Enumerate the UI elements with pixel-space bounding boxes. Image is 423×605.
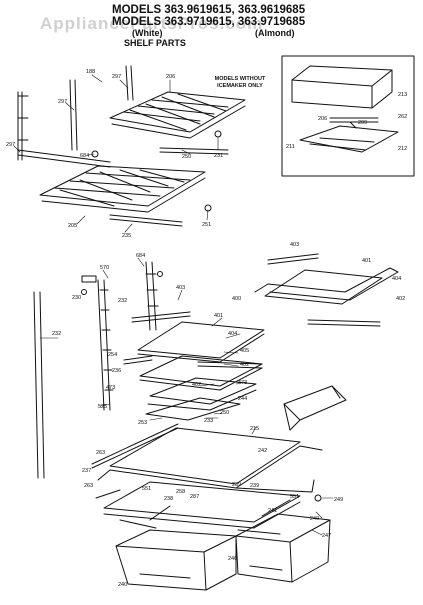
middle-glass-shelf	[123, 311, 265, 369]
inset-note: MODELS WITHOUT ICEMAKER ONLY	[214, 76, 266, 89]
small-hardware	[81, 130, 322, 502]
part-callout-240: 240	[310, 516, 319, 522]
part-callout-405: 405	[240, 348, 249, 354]
part-callout-251: 251	[202, 222, 211, 228]
part-callout-250: 250	[220, 410, 229, 416]
part-callout-231: 231	[214, 153, 223, 159]
part-callout-212: 212	[398, 146, 407, 152]
part-callout-258: 258	[176, 489, 185, 495]
part-callout-525: 525	[98, 404, 107, 410]
part-callout-254: 254	[108, 352, 117, 358]
crisper-drawer-right	[235, 513, 331, 583]
callout-labels: 188 297 206 297 297 684 250 231 213 206 262 209 211 2…	[6, 69, 407, 588]
part-callout-570: 570	[100, 265, 109, 271]
middle-ladder-rail	[33, 261, 159, 479]
part-callout-233: 233	[204, 418, 213, 424]
part-callout-240: 240	[118, 582, 127, 588]
top-wire-shelf	[109, 65, 246, 155]
snack-bin	[283, 385, 347, 431]
part-callout-209: 209	[358, 120, 367, 126]
part-callout-684: 684	[80, 153, 89, 159]
part-callout-213: 213	[398, 92, 407, 98]
part-callout-473: 473	[238, 380, 247, 386]
part-callout-297: 297	[58, 99, 67, 105]
part-callout-232: 232	[52, 331, 61, 337]
part-callout-551: 551	[142, 486, 151, 492]
part-callout-253: 253	[138, 420, 147, 426]
part-callout-239: 239	[232, 482, 241, 488]
leader-lines	[13, 74, 334, 536]
section-title: SHELF PARTS	[124, 38, 186, 48]
color-variants: (White) (Almond)	[112, 28, 412, 38]
part-callout-297: 297	[112, 74, 121, 80]
part-callout-205: 205	[68, 223, 77, 229]
part-callout-249: 249	[334, 497, 343, 503]
right-glass-shelf	[254, 253, 399, 327]
part-callout-237: 237	[82, 468, 91, 474]
part-callout-215: 215	[250, 426, 259, 432]
part-callout-235: 235	[122, 233, 131, 239]
part-callout-551: 551	[290, 494, 299, 500]
part-callout-473: 473	[106, 385, 115, 391]
part-callout-402: 402	[396, 296, 405, 302]
part-callout-239: 239	[250, 483, 259, 489]
header-block: MODELS 363.9619615, 363.9619685 MODELS 3…	[112, 4, 412, 48]
part-callout-242: 242	[258, 448, 267, 454]
crisper-frame	[103, 481, 301, 535]
part-callout-232: 232	[118, 298, 127, 304]
part-callout-401: 401	[214, 313, 223, 319]
part-callout-206: 206	[166, 74, 175, 80]
part-callout-236: 236	[112, 368, 121, 374]
part-callout-287: 287	[190, 494, 199, 500]
part-callout-401: 401	[362, 258, 371, 264]
part-callout-402: 402	[192, 382, 201, 388]
part-callout-263: 263	[96, 450, 105, 456]
part-callout-402: 402	[240, 362, 249, 368]
second-wire-shelf	[39, 165, 206, 227]
part-callout-238: 238	[164, 496, 173, 502]
part-callout-247: 247	[322, 533, 331, 539]
inset-panel	[281, 55, 415, 177]
part-callout-230: 230	[72, 295, 81, 301]
crisper-cover	[91, 423, 323, 499]
part-callout-188: 188	[86, 69, 95, 75]
part-callout-400: 400	[232, 296, 241, 302]
part-callout-403: 403	[290, 242, 299, 248]
part-callout-250: 250	[182, 154, 191, 160]
models-line-2: MODELS 363.9719615, 363.9719685	[112, 16, 306, 28]
crisper-drawer-left	[115, 529, 237, 591]
models-line-1: MODELS 363.9619615, 363.9619685	[112, 4, 306, 16]
part-callout-262: 262	[398, 114, 407, 120]
upper-ladder-rail	[17, 79, 111, 168]
part-callout-211: 211	[286, 144, 295, 150]
part-callout-244: 244	[238, 396, 247, 402]
part-callout-403: 403	[176, 285, 185, 291]
part-callout-297: 297	[6, 142, 15, 148]
part-callout-263: 263	[84, 483, 93, 489]
part-callout-246: 246	[228, 556, 237, 562]
almond-label: (Almond)	[255, 28, 295, 38]
part-callout-404: 404	[392, 276, 401, 282]
white-label: (White)	[132, 28, 163, 38]
part-callout-684: 684	[136, 253, 145, 259]
part-callout-206: 206	[318, 116, 327, 122]
part-callout-241: 241	[268, 508, 277, 514]
part-callout-404: 404	[228, 331, 237, 337]
